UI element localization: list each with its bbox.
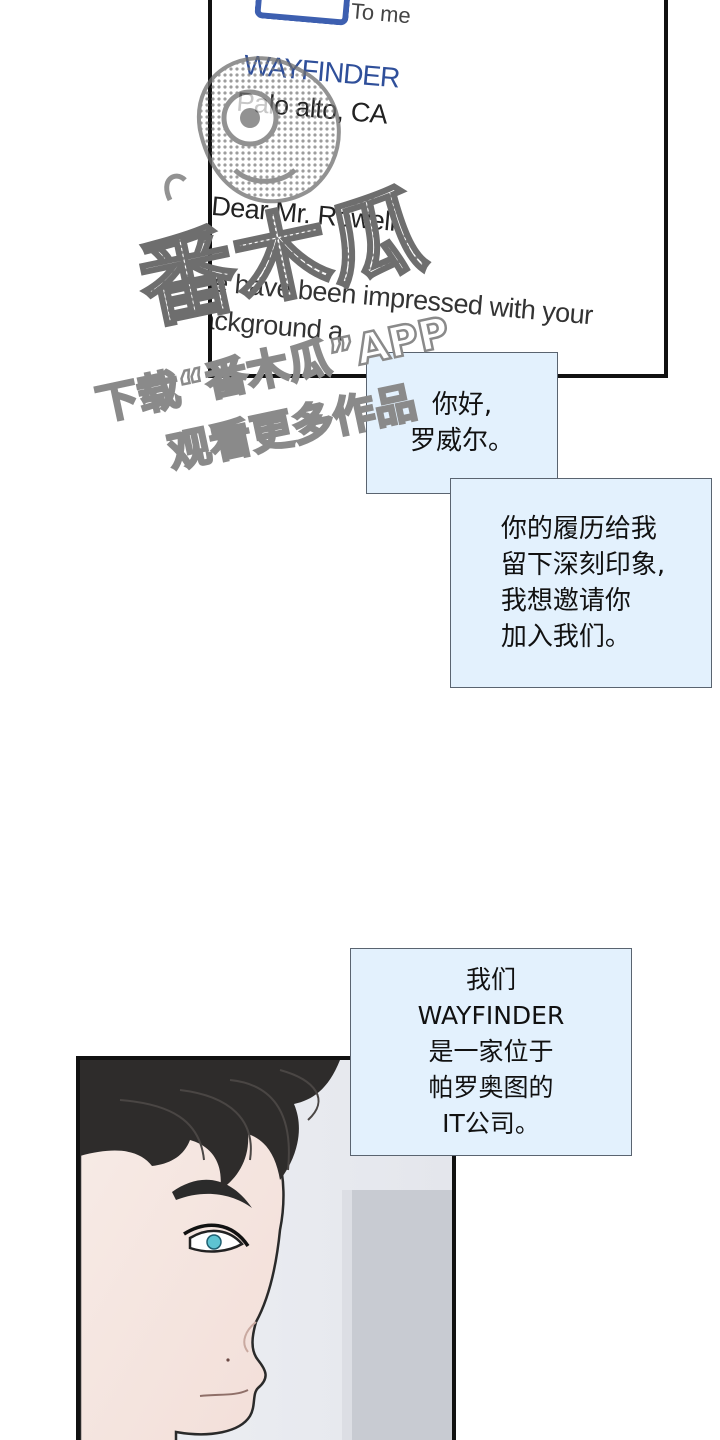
to-me-label: To me [349,0,412,29]
letter-salutation: Dear Mr. Rowell. [210,190,404,238]
speech-box-company: 我们 WAYFINDER 是一家位于 帕罗奥图的 IT公司。 [350,948,632,1156]
face-profile [80,1098,285,1440]
mouth [199,1389,249,1397]
letter-body-line: background a [208,302,344,347]
iris [206,1234,222,1250]
speech-text: 你好, 罗威尔。 [409,390,514,456]
letter-panel: To me WAYFINDER Palo alto, CA Dear Mr. R… [208,0,668,378]
speech-text: 你的履历给我 留下深刻印象, 我想邀请你 加入我们。 [500,514,666,652]
background-pillar [348,1190,452,1440]
speech-box-invitation: 你的履历给我 留下深刻印象, 我想邀请你 加入我们。 [450,478,712,688]
letter-address: Palo alto, CA [235,86,389,130]
hair [80,1060,340,1190]
company-logo: WAYFINDER [242,49,401,94]
speech-text: 我们 WAYFINDER 是一家位于 帕罗奥图的 IT公司。 [417,965,565,1138]
speech-box-greeting: 你好, 罗威尔。 [366,352,558,494]
mail-badge-icon [254,0,350,26]
letter-document: To me WAYFINDER Palo alto, CA Dear Mr. R… [208,0,662,374]
eyebrow [172,1179,252,1208]
